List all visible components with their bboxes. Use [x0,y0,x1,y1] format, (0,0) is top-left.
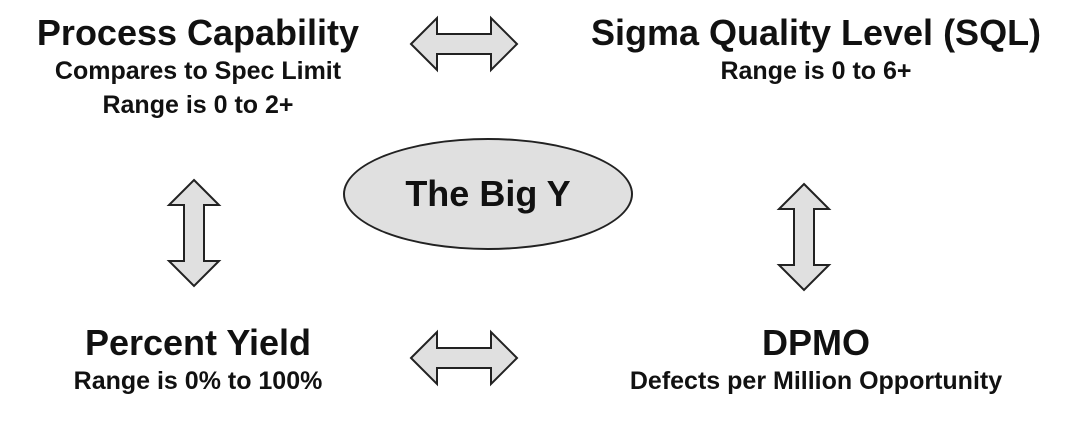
big-y-ellipse: The Big Y [343,138,633,250]
percent-yield-block: Percent Yield Range is 0% to 100% [0,322,396,398]
process-capability-title: Process Capability [36,12,360,53]
bottom-double-arrow-icon [409,329,519,387]
percent-yield-title: Percent Yield [84,322,312,363]
process-capability-line-1: Compares to Spec Limit [54,57,342,85]
dpmo-title: DPMO [762,322,870,363]
process-capability-line-2: Range is 0 to 2+ [102,91,294,119]
right-double-arrow-icon [776,182,832,292]
percent-yield-line-1: Range is 0% to 100% [73,367,323,395]
process-capability-block: Process Capability Compares to Spec Limi… [0,12,396,122]
dpmo-block: DPMO Defects per Million Opportunity [580,322,1052,398]
sigma-quality-level-block: Sigma Quality Level (SQL) Range is 0 to … [560,12,1072,88]
sigma-quality-level-title: Sigma Quality Level (SQL) [590,12,1042,53]
dpmo-line-1: Defects per Million Opportunity [629,367,1003,395]
left-double-arrow-icon [166,178,222,288]
top-double-arrow-icon [409,15,519,73]
big-y-label: The Big Y [405,173,571,214]
sigma-quality-level-line-1: Range is 0 to 6+ [720,57,912,85]
